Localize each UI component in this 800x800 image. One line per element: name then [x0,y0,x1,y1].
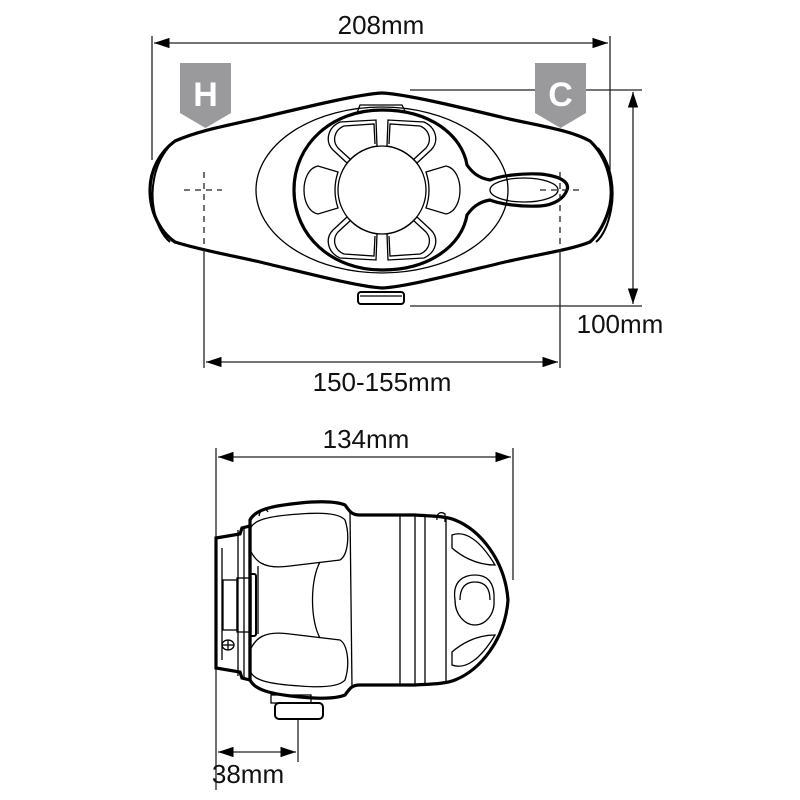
top-view: 208mm H C [148,10,663,397]
cold-badge-icon: C [535,63,586,128]
dial-grips [303,119,461,261]
dimension-label-150-155: 150-155mm [313,367,452,397]
dimension-label-208: 208mm [338,10,425,40]
dimension-label-100: 100mm [577,309,664,339]
dimension-overall-width: 208mm [151,10,611,170]
dimension-outlet-offset: 38mm [212,720,299,789]
side-view: 134mm [212,424,514,790]
dimension-inlet-centres: 150-155mm [203,250,561,397]
svg-text:H: H [193,76,218,114]
hot-badge-icon: H [180,63,231,128]
dimension-depth: 134mm [215,424,514,790]
dimension-label-38: 38mm [212,759,284,789]
dimension-label-134: 134mm [323,424,410,454]
svg-text:C: C [548,76,573,114]
dimension-height: 100mm [410,92,663,339]
